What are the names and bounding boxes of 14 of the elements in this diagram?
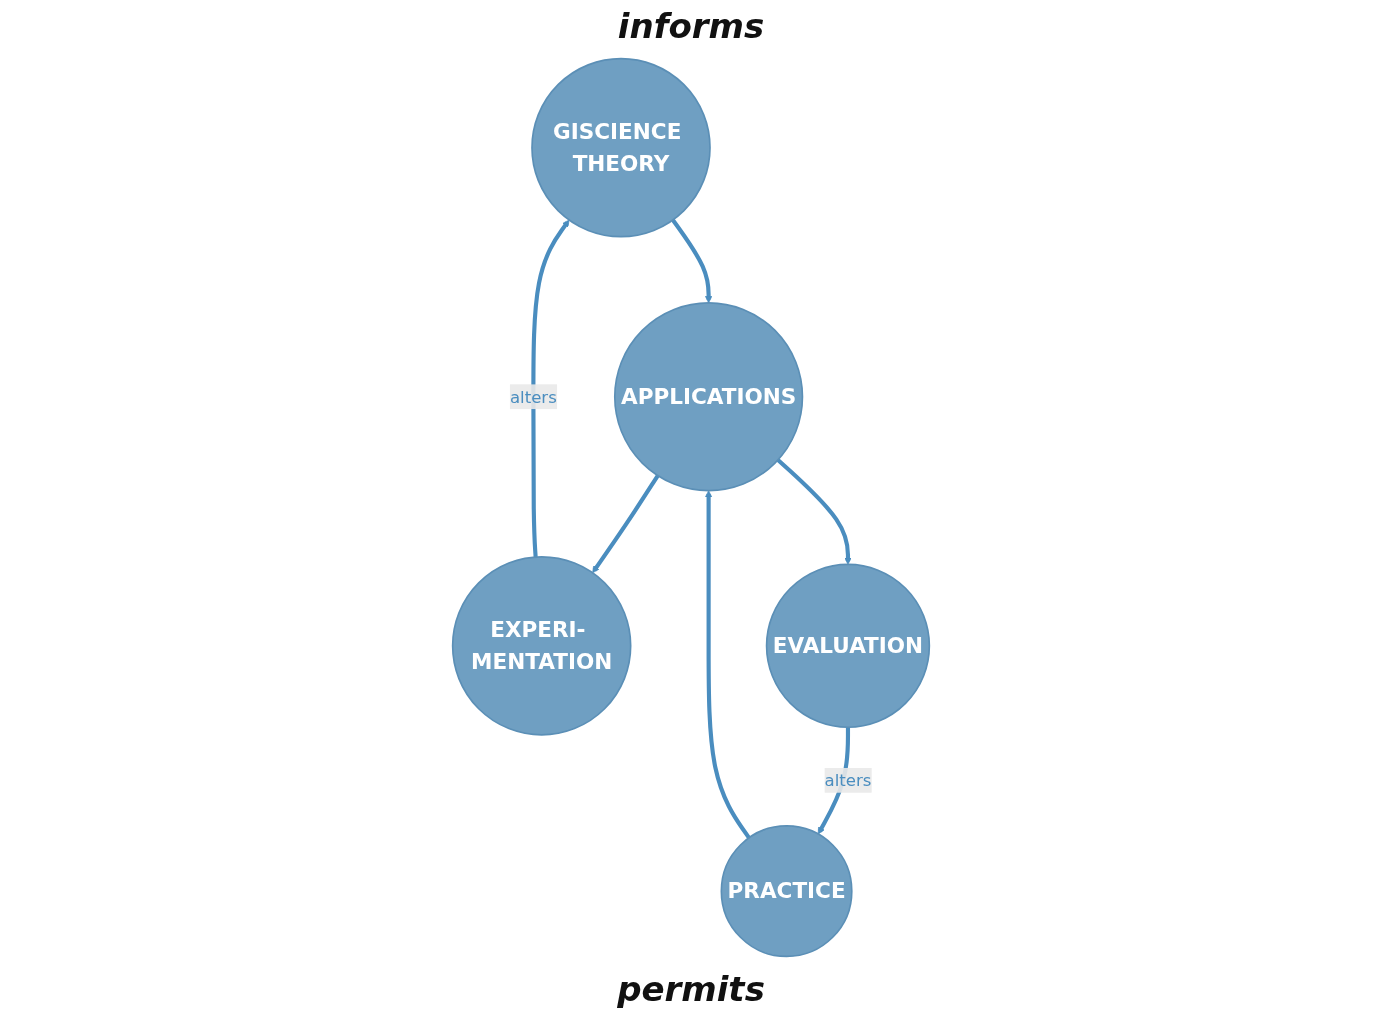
arrow [776,458,852,565]
relation-label: informs [617,6,765,46]
relation-label: permits [617,969,765,1009]
edge-label: alters [824,770,872,791]
node-circle: GISCIENCE THEORY [531,57,711,238]
arrow [531,219,570,558]
arrow [671,218,713,304]
node-circle: EXPERI- MENTATION [451,556,632,736]
arrow [592,474,660,574]
edge-label: alters [509,386,557,407]
node-circle: PRACTICE [720,825,853,958]
node-circle: APPLICATIONS [613,302,804,492]
node-circle: EVALUATION [765,563,931,729]
arrow [705,490,751,839]
